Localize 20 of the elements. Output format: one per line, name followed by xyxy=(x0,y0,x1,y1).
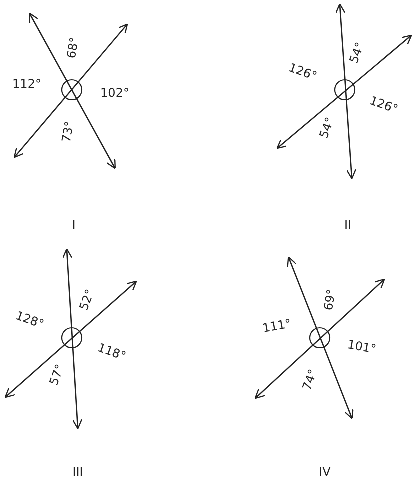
angle-label: 126° xyxy=(368,94,400,116)
angle-label: 54° xyxy=(318,116,336,140)
angle-label: 101° xyxy=(346,338,378,356)
figure-label: I xyxy=(72,219,76,231)
angle-label: 69° xyxy=(322,288,338,312)
figure-label: II xyxy=(344,219,352,231)
angle-label: 74° xyxy=(300,368,320,392)
angle-label: 112° xyxy=(12,78,42,90)
angle-label: 126° xyxy=(287,61,319,83)
angle-label: 118° xyxy=(96,341,128,363)
angle-label: 57° xyxy=(48,362,66,388)
figure-label: III xyxy=(72,466,84,478)
angle-label: 111° xyxy=(262,318,292,334)
angle-label: 52° xyxy=(78,288,96,312)
figure-label: IV xyxy=(319,466,331,478)
angle-label: 68° xyxy=(65,36,81,60)
angle-label: 73° xyxy=(60,120,76,144)
angle-label: 102° xyxy=(100,87,130,99)
angle-label: 54° xyxy=(348,40,366,66)
angle-label: 128° xyxy=(14,309,46,331)
